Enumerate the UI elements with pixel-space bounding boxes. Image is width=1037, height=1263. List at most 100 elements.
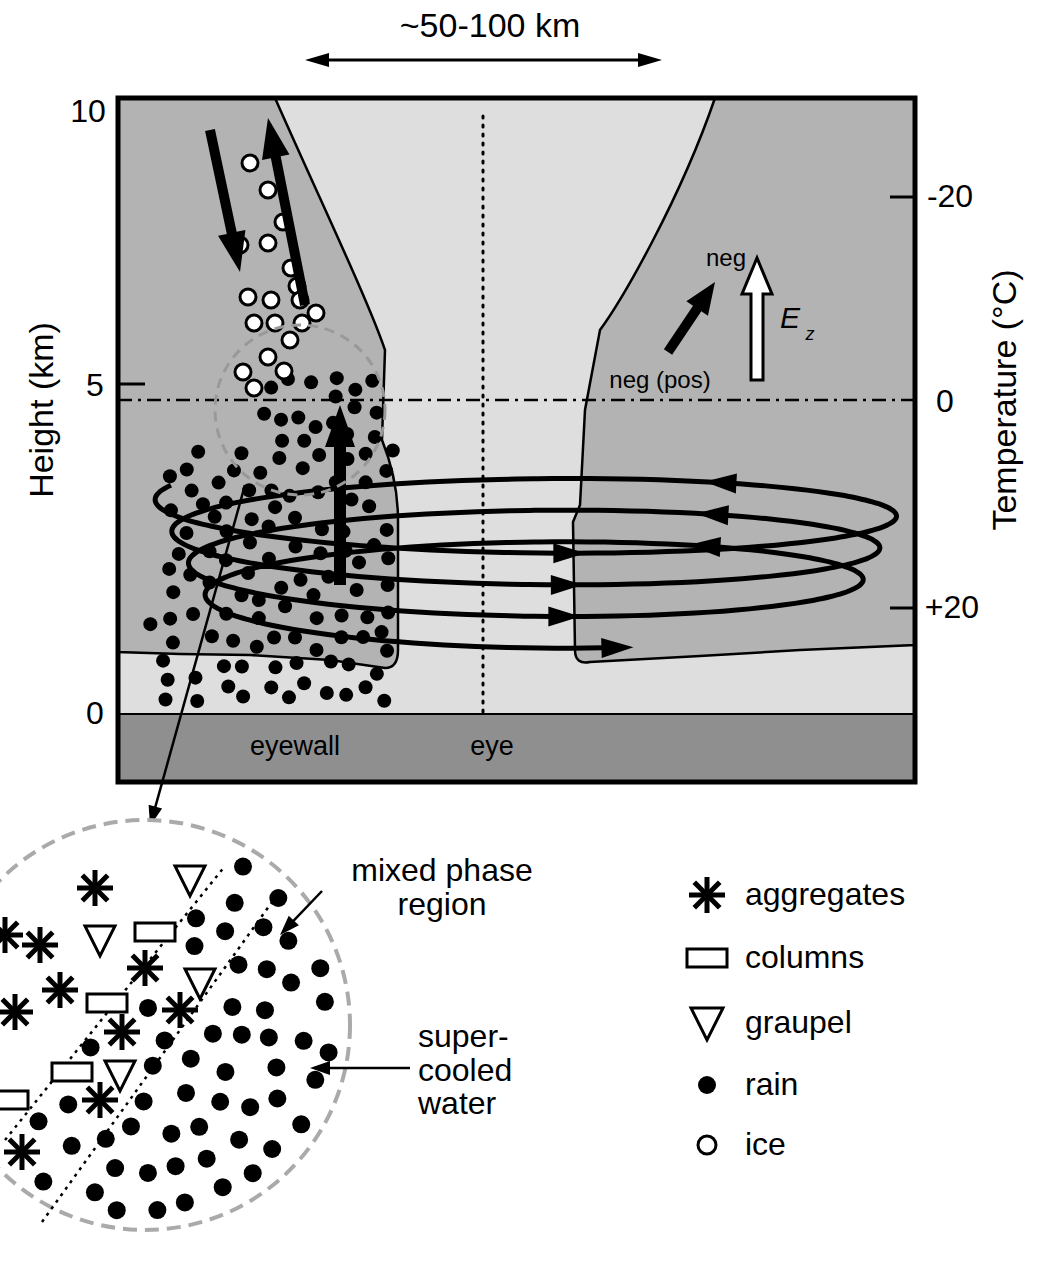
rain-drop (216, 922, 234, 940)
rain-drop (221, 680, 235, 694)
rain-drop (230, 956, 248, 974)
legend-column-symbol (687, 949, 727, 967)
field-subscript: z (806, 325, 815, 344)
field-arrow (742, 258, 772, 380)
rain-drop (279, 932, 297, 950)
axis-tick-label: 5 (86, 369, 104, 403)
aggregate-symbol (4, 1134, 40, 1170)
rain-drop (205, 629, 219, 643)
rain-drop (223, 998, 241, 1016)
axis-tick (890, 196, 915, 199)
charge-label: neg (pos) (609, 367, 710, 392)
rain-drop (250, 640, 264, 654)
axis-tick-label: 0 (86, 697, 104, 731)
rain-drop (386, 444, 400, 458)
rain-drop (191, 445, 205, 459)
rain-drop (211, 1093, 229, 1111)
axis-tick-label: 0 (936, 385, 954, 419)
rain-drop (335, 608, 349, 622)
rain-drop (324, 655, 338, 669)
rain-drop (362, 499, 376, 513)
aggregate-symbol (0, 994, 33, 1030)
rain-drop (198, 1150, 216, 1168)
leader-line (154, 485, 245, 811)
ice-particle (240, 289, 256, 305)
rain-drop (268, 1090, 286, 1108)
graupel-symbol (185, 969, 215, 999)
charge-motion-arrow (664, 282, 715, 355)
rain-drop (342, 657, 356, 671)
rain-drop (269, 889, 287, 907)
rain-drop (108, 1201, 126, 1219)
rain-drop (380, 644, 394, 658)
rain-drop (163, 612, 177, 626)
aggregate-symbol (104, 1014, 140, 1050)
zoom-detail-circle (0, 820, 350, 1230)
rain-drop (267, 631, 281, 645)
rain-drop (264, 381, 278, 395)
rain-drop (297, 434, 311, 448)
rain-drop (162, 1125, 180, 1143)
rain-drop (204, 1025, 222, 1043)
rain-drop (263, 1140, 281, 1158)
rain-drop (244, 1164, 262, 1182)
rain-drop (260, 1028, 278, 1046)
rain-drop (320, 1043, 338, 1061)
region-label: eye (470, 732, 514, 760)
zoom-circle (215, 325, 385, 495)
rain-drop (190, 694, 204, 708)
rain-drop (139, 1164, 157, 1182)
rain-drop (212, 476, 226, 490)
graupel-symbol (175, 866, 205, 896)
rain-drop (236, 689, 250, 703)
rain-drop (268, 660, 282, 674)
callout-label: mixed phase region (317, 854, 567, 921)
rain-drop (267, 1058, 285, 1076)
rain-drop (275, 434, 289, 448)
ice-particle (294, 315, 310, 331)
legend-label: columns (745, 941, 864, 975)
rain-drop (148, 1201, 166, 1219)
column-symbol (135, 923, 175, 941)
rain-drop (344, 493, 358, 507)
aggregate-arm (167, 997, 192, 1022)
callout-arrow (291, 891, 322, 923)
graupel-symbol (85, 926, 115, 956)
rain-drop (63, 1137, 81, 1155)
rain-drop (375, 625, 389, 639)
aggregate-arm (109, 1019, 134, 1044)
freezing-level (118, 399, 915, 402)
axis-tick-label: -20 (927, 180, 973, 214)
aggregate-arm (82, 875, 107, 900)
rain-drop (290, 656, 304, 670)
scale-arrow-head (305, 53, 329, 67)
scale-line (325, 59, 642, 62)
rain-drop (233, 1026, 251, 1044)
ice-particle (276, 363, 292, 379)
rain-drop (167, 1157, 185, 1175)
rain-drop (310, 611, 324, 625)
updraft-arrow (262, 118, 310, 306)
rain-drop (162, 562, 176, 576)
rain-drop (268, 500, 282, 514)
rain-drop (163, 469, 177, 483)
axis-title: Temperature (°C) (987, 269, 1023, 530)
rain-drop (292, 1115, 310, 1133)
rain-drop (348, 383, 362, 397)
rain-drop (186, 607, 200, 621)
ice-particle (260, 349, 276, 365)
rain-drop (274, 413, 288, 427)
legend-rain-symbol (698, 1076, 716, 1094)
rain-drop (309, 420, 323, 434)
rain-drop (185, 937, 203, 955)
rain-drop (182, 1050, 200, 1068)
rain-drop (241, 1098, 259, 1116)
rain-drop (234, 446, 248, 460)
charge-label: neg (706, 245, 746, 270)
rain-drop (316, 993, 334, 1011)
rain-drop (257, 407, 271, 421)
callout-label: super-cooled water (418, 1020, 536, 1121)
aggregate-arm (132, 955, 157, 980)
column-symbol (52, 1063, 92, 1081)
